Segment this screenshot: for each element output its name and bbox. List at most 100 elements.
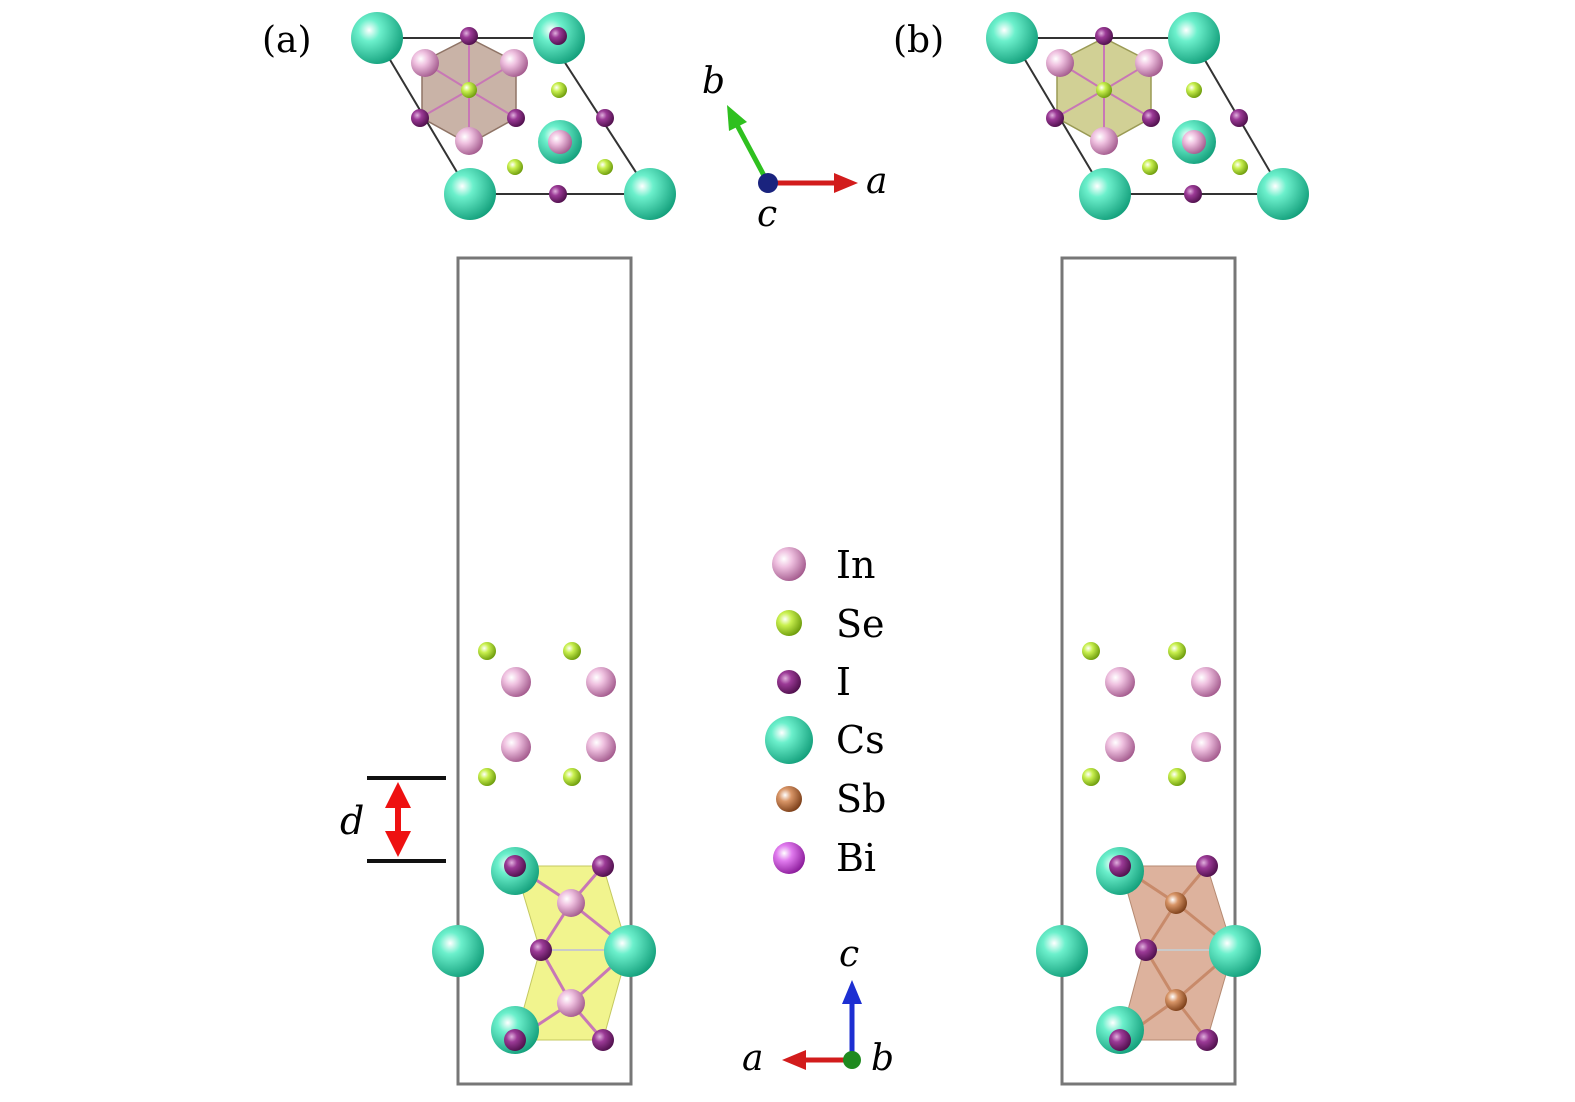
i-atom	[1109, 1029, 1131, 1051]
se-atom	[1168, 768, 1186, 786]
in-atom	[1182, 130, 1206, 154]
in-atom	[548, 130, 572, 154]
in-atom	[1191, 732, 1221, 762]
legend-i-label: I	[836, 660, 851, 704]
se-atom	[1142, 159, 1158, 175]
cs-atom	[1079, 168, 1131, 220]
i-atom	[549, 27, 567, 45]
i-atom	[460, 27, 478, 45]
i-atom	[1196, 1029, 1218, 1051]
se-atom	[1082, 642, 1100, 660]
legend-sb-label: Sb	[836, 777, 886, 821]
in-atom	[586, 667, 616, 697]
interlayer-distance-marker: d	[340, 776, 446, 863]
in-atom	[1046, 49, 1074, 77]
se-atom	[1186, 82, 1202, 98]
i-atom	[549, 185, 567, 203]
i-atom	[504, 855, 526, 877]
se-atom	[1168, 642, 1186, 660]
i-atom	[596, 109, 614, 127]
cs-atom	[351, 12, 403, 64]
se-atom	[563, 768, 581, 786]
i-atom	[1184, 185, 1202, 203]
se-atom	[461, 82, 477, 98]
se-atom	[478, 642, 496, 660]
axis-c-label-bottom: c	[839, 934, 859, 975]
axis-a-label-bottom: a	[742, 1038, 763, 1079]
se-atom	[563, 642, 581, 660]
legend-bi-swatch	[773, 842, 805, 874]
cs-atom	[1257, 168, 1309, 220]
axis-b-label-top: b	[702, 61, 725, 102]
in-atom	[411, 49, 439, 77]
panel-b-top-atoms	[986, 12, 1309, 220]
top-axis-triad: a b c	[702, 61, 887, 235]
se-atom	[1232, 159, 1248, 175]
legend-cs-swatch	[765, 716, 813, 764]
bottom-axis-triad: c a b	[742, 934, 894, 1079]
legend-se-label: Se	[836, 602, 885, 646]
i-atom	[1109, 855, 1131, 877]
axis-b-label-bottom: b	[871, 1038, 894, 1079]
i-atom	[1095, 27, 1113, 45]
cs-atom	[1036, 925, 1088, 977]
i-atom	[1230, 109, 1248, 127]
axis-c-label-top: c	[757, 194, 777, 235]
se-atom	[597, 159, 613, 175]
cs-atom	[432, 925, 484, 977]
panel-a-side-unit-cell	[456, 256, 633, 1086]
i-atom	[504, 1029, 526, 1051]
axis-a-label-top: a	[866, 161, 887, 202]
sb-atom	[1165, 892, 1187, 914]
panel-b-top-view: (b)	[893, 12, 1309, 220]
i-atom	[1196, 855, 1218, 877]
se-atom	[478, 768, 496, 786]
panel-a-top-view: (a)	[262, 12, 676, 220]
in-atom	[500, 49, 528, 77]
panel-a-label: (a)	[262, 20, 312, 61]
legend-in-swatch	[772, 547, 806, 581]
i-atom	[592, 855, 614, 877]
legend-in-label: In	[836, 543, 875, 587]
cs-atom	[986, 12, 1038, 64]
in-atom	[557, 889, 585, 917]
in-atom	[1105, 732, 1135, 762]
se-atom	[507, 159, 523, 175]
se-atom	[1096, 82, 1112, 98]
element-legend: In Se I Cs Sb Bi	[765, 543, 886, 880]
cs-atom	[604, 925, 656, 977]
panel-b-side-view	[1036, 256, 1261, 1086]
cs-atom	[624, 168, 676, 220]
in-atom	[1191, 667, 1221, 697]
panel-a-side-atoms	[432, 642, 656, 1054]
panel-b-side-unit-cell	[1060, 256, 1237, 1086]
i-atom	[530, 939, 552, 961]
in-atom	[1090, 127, 1118, 155]
i-atom	[1142, 109, 1160, 127]
interlayer-distance-label: d	[340, 799, 364, 843]
in-atom	[455, 127, 483, 155]
se-atom	[1082, 768, 1100, 786]
i-atom	[507, 109, 525, 127]
legend-i-swatch	[777, 670, 801, 694]
in-atom	[586, 732, 616, 762]
legend-sb-swatch	[776, 786, 802, 812]
i-atom	[1135, 939, 1157, 961]
panel-a-side-view	[432, 256, 656, 1086]
panel-b-label: (b)	[893, 20, 944, 61]
cs-atom	[1168, 12, 1220, 64]
legend-cs-label: Cs	[836, 718, 885, 762]
panel-a-top-atoms	[351, 12, 676, 220]
sb-atom	[1165, 989, 1187, 1011]
i-atom	[592, 1029, 614, 1051]
i-atom	[411, 109, 429, 127]
in-atom	[1135, 49, 1163, 77]
in-atom	[1105, 667, 1135, 697]
in-atom	[557, 989, 585, 1017]
cs-atom	[444, 168, 496, 220]
in-atom	[501, 732, 531, 762]
panel-b-side-atoms	[1036, 642, 1261, 1054]
cs-atom	[1209, 925, 1261, 977]
legend-se-swatch	[776, 610, 802, 636]
